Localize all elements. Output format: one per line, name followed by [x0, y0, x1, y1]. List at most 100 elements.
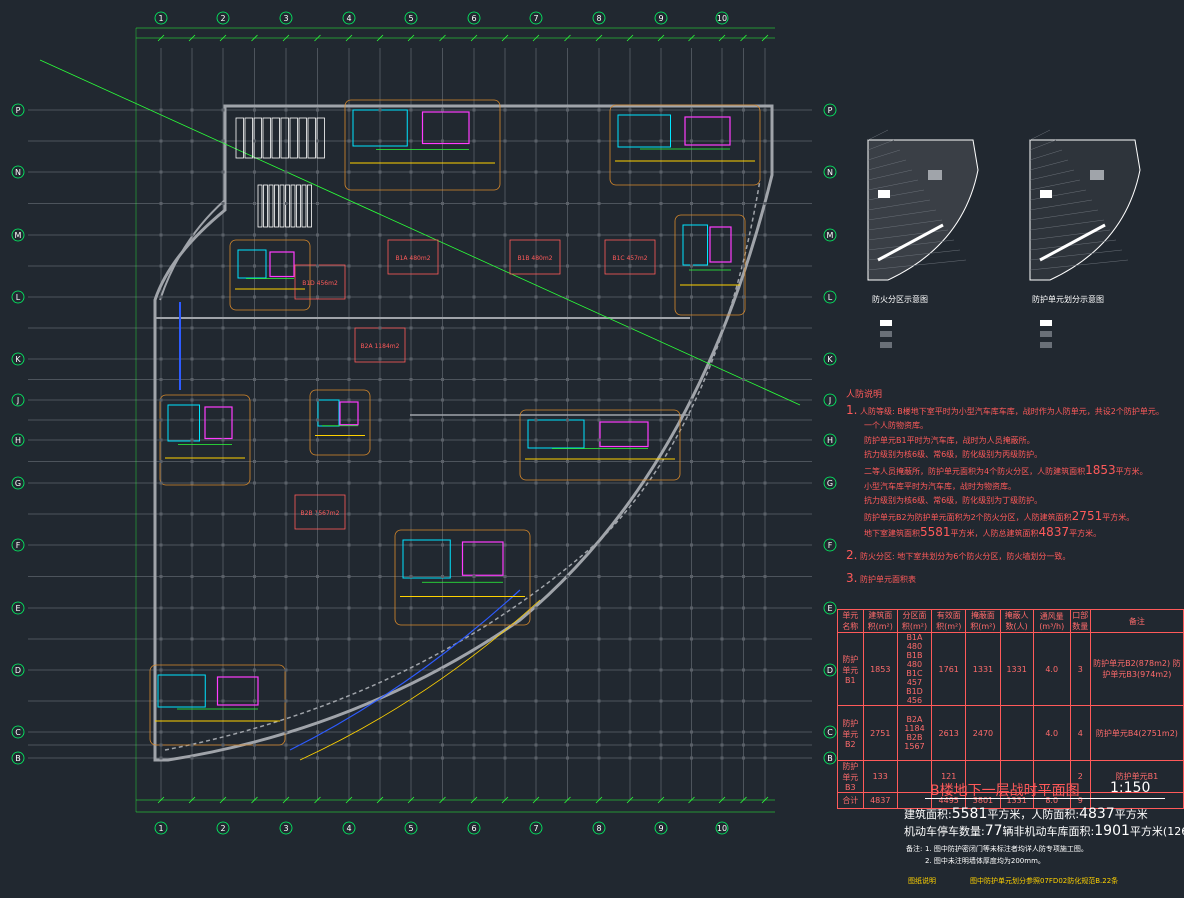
axis-bubble — [279, 11, 293, 25]
column — [566, 202, 569, 205]
column — [409, 378, 413, 381]
axis-bubble — [823, 751, 837, 765]
axis-label: 10 — [717, 14, 727, 23]
mini-plan-hatch — [1029, 149, 1063, 161]
column — [742, 481, 745, 485]
column — [566, 699, 569, 703]
mini-plans — [867, 129, 1141, 348]
column — [284, 543, 288, 547]
column — [628, 378, 632, 381]
column — [347, 606, 351, 610]
column — [720, 460, 724, 463]
column — [720, 512, 724, 516]
column — [503, 699, 507, 703]
column — [409, 668, 413, 672]
column — [253, 139, 256, 143]
inner-curve — [164, 179, 761, 751]
column — [378, 326, 382, 330]
dimension-tick — [282, 796, 290, 804]
column — [190, 295, 194, 299]
parking-stall — [257, 184, 263, 228]
column — [503, 202, 507, 205]
column — [534, 398, 538, 402]
column — [720, 438, 724, 442]
column — [742, 606, 745, 610]
column — [503, 108, 507, 112]
parking-stall — [279, 184, 285, 228]
outer-wall — [153, 104, 774, 762]
column — [659, 637, 663, 641]
column — [253, 606, 256, 610]
column — [316, 139, 319, 143]
column — [159, 460, 163, 463]
column — [742, 743, 745, 747]
column — [347, 743, 351, 747]
column — [763, 756, 767, 760]
axis-bubble — [11, 393, 25, 407]
axis-bubble — [823, 290, 837, 304]
column — [690, 418, 693, 422]
column — [690, 668, 693, 672]
equipment-room — [394, 529, 531, 626]
mini-plan-hatch — [1029, 179, 1081, 191]
axis-label: M — [827, 231, 834, 240]
column — [597, 481, 601, 485]
column — [316, 233, 319, 237]
column — [347, 543, 351, 547]
dimension-tick — [718, 796, 726, 804]
parking-stall — [296, 184, 301, 228]
axis-label: H — [15, 436, 21, 445]
column — [534, 438, 538, 442]
column — [159, 756, 163, 760]
dimension-tick — [157, 34, 165, 42]
axis-bubble — [823, 476, 837, 490]
mini-plan-block — [928, 170, 942, 180]
column — [503, 418, 507, 422]
column — [503, 233, 507, 237]
column — [347, 699, 351, 703]
column — [690, 460, 693, 463]
column — [159, 668, 163, 672]
column — [221, 512, 225, 516]
column — [534, 743, 538, 747]
column — [566, 418, 569, 422]
table-row: 防护单元B3 133 121 2 防护单元B1 — [837, 760, 1184, 793]
column — [284, 398, 288, 402]
axis-bubble — [529, 821, 543, 835]
mini-plan-hatch — [867, 149, 901, 161]
column — [534, 378, 538, 381]
axis-label: 8 — [596, 824, 601, 833]
column — [628, 264, 632, 268]
column — [441, 202, 444, 205]
column — [159, 743, 163, 747]
parking-stall — [262, 117, 271, 159]
table-header: 分区面积(m²) — [896, 609, 933, 633]
table-header: 口部数量 — [1069, 609, 1091, 633]
axis-label: B — [15, 754, 21, 763]
column — [534, 460, 538, 463]
column — [503, 357, 507, 361]
column — [742, 202, 745, 205]
column — [190, 326, 194, 330]
column — [597, 233, 601, 237]
axis-label: 3 — [283, 824, 288, 833]
axis-label: 6 — [471, 824, 476, 833]
column — [347, 264, 351, 268]
axis-label: C — [15, 728, 21, 737]
axis-label: N — [15, 168, 21, 177]
column — [690, 398, 693, 402]
column — [534, 202, 538, 205]
parking-stall — [244, 117, 253, 159]
column — [159, 575, 163, 578]
column — [347, 326, 351, 330]
zone-label: B1A 480m2 — [395, 255, 430, 262]
dimension-tick — [439, 34, 446, 42]
column — [284, 606, 288, 610]
column — [409, 512, 413, 516]
zone-label: B1D 456m2 — [302, 280, 338, 287]
column — [441, 512, 444, 516]
column — [159, 326, 163, 330]
protection-unit-table: 单元名称 建筑面积(m²) 分区面积(m²) 有效面积(m²) 掩蔽面积(m²)… — [837, 609, 1184, 809]
axis-label: P — [16, 106, 21, 115]
